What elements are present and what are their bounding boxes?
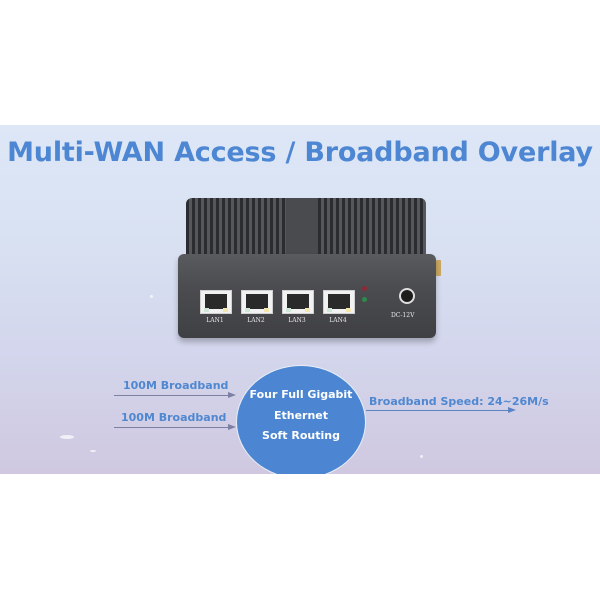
status-led-green-icon	[362, 297, 367, 302]
arrow-right-icon	[228, 392, 236, 398]
ethernet-port-icon	[282, 290, 314, 314]
mini-pc-router-image: LAN1 LAN2 LAN3 LAN4 DC-12V	[178, 198, 441, 338]
ethernet-port-icon	[200, 290, 232, 314]
device-front-panel: LAN1 LAN2 LAN3 LAN4 DC-12V	[178, 254, 436, 338]
output-speed-label: Broadband Speed: 24~26M/s	[369, 395, 549, 408]
page-title: Multi-WAN Access / Broadband Overlay	[7, 137, 593, 168]
soft-routing-circle: Four Full Gigabit Ethernet Soft Routing	[236, 365, 366, 474]
sparkle-decoration	[150, 295, 153, 298]
power-label: DC-12V	[391, 312, 415, 319]
heatsink-center-panel	[286, 198, 318, 256]
banner: Multi-WAN Access / Broadband Overlay LAN…	[0, 125, 600, 474]
arrow-right-icon	[228, 424, 236, 430]
ethernet-port-icon	[323, 290, 355, 314]
port-label: LAN1	[206, 317, 224, 324]
sparkle-decoration	[90, 450, 96, 452]
ethernet-port-icon	[241, 290, 273, 314]
circle-line-2: Ethernet	[273, 409, 329, 422]
status-led-red-icon	[362, 286, 367, 291]
sparkle-decoration	[60, 435, 74, 439]
port-label: LAN2	[247, 317, 265, 324]
power-jack-icon	[399, 288, 415, 304]
input-label-1: 100M Broadband	[123, 379, 229, 392]
port-label: LAN4	[329, 317, 347, 324]
input-arrow-line-1	[114, 395, 232, 396]
antenna-connector	[436, 260, 441, 276]
arrow-right-icon	[508, 407, 516, 413]
output-arrow-line	[366, 410, 512, 411]
circle-line-1: Four Full Gigabit	[249, 388, 353, 401]
circle-line-3: Soft Routing	[262, 429, 340, 442]
input-arrow-line-2	[114, 427, 232, 428]
input-label-2: 100M Broadband	[121, 411, 227, 424]
port-label: LAN3	[288, 317, 306, 324]
sparkle-decoration	[420, 455, 423, 458]
